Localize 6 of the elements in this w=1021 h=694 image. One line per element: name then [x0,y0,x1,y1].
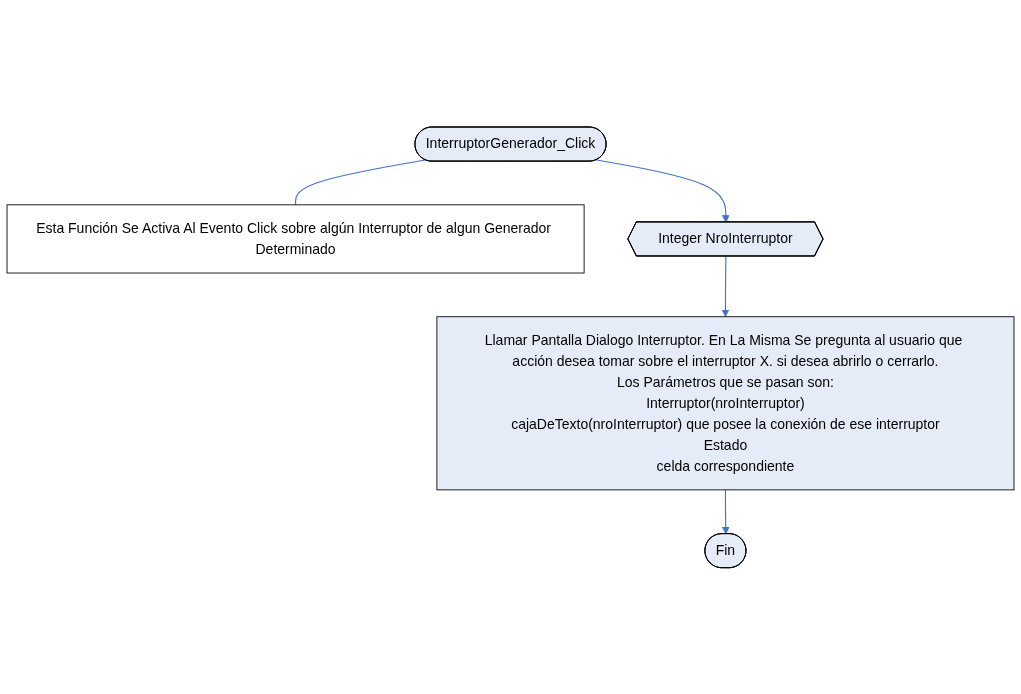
node-box: Esta Función Se Activa Al Evento Click sobre algún Interruptor de algun Generador Determinado [6,204,585,274]
node-box: Llamar Pantalla Dialogo Interruptor. En La Misma Se pregunta al usuario que acción desea tomar sobre el interruptor X. si desea abrirlo o cerrarlo. Los Parámetros que se pasan son: Interruptor(nroInterruptor) cajaDeTexto(nroInterruptor) que posee la conexión de ese interruptor Estado celda correspondiente [436,315,1015,490]
arrow [721,488,730,535]
arrow [721,255,730,317]
connector [295,159,426,206]
arrow [596,159,730,223]
